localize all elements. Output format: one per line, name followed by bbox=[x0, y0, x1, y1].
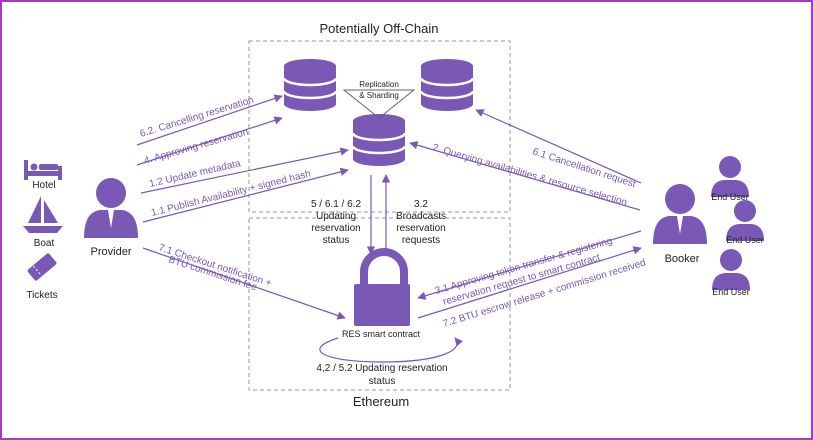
arrow-1-2 bbox=[140, 147, 349, 194]
updating-label-4: status bbox=[323, 235, 350, 246]
broadcast-label-2: Broadcasts bbox=[396, 211, 446, 222]
offchain-zone bbox=[248, 40, 511, 213]
boat-icon bbox=[23, 196, 63, 233]
booker-icon bbox=[653, 184, 707, 244]
broadcast-label-3: reservation bbox=[396, 223, 445, 234]
provider-label: Provider bbox=[91, 246, 132, 258]
arrow-3-1 bbox=[417, 230, 642, 300]
end-user-label-2: End User bbox=[726, 235, 764, 245]
updating-label-3: reservation bbox=[311, 223, 360, 234]
end-user-icon-1 bbox=[711, 156, 749, 197]
hotel-label: Hotel bbox=[32, 180, 55, 191]
label-1-2: 1.2 Update metadata bbox=[148, 158, 242, 190]
end-user-label-3: End User bbox=[712, 287, 750, 297]
ticket-icon bbox=[27, 253, 57, 281]
ethereum-title: Ethereum bbox=[353, 394, 409, 409]
lock-icon bbox=[354, 248, 410, 326]
end-user-label-1: End User bbox=[711, 192, 749, 202]
boat-label: Boat bbox=[34, 238, 55, 249]
database-icon-left bbox=[282, 57, 338, 113]
bed-icon bbox=[24, 160, 62, 180]
replication-label: Replication bbox=[359, 80, 399, 89]
arrow-loop-status bbox=[319, 337, 464, 363]
replication-triangle bbox=[342, 89, 416, 119]
arrow-6-2 bbox=[136, 94, 283, 146]
arrow-7-2 bbox=[417, 246, 642, 319]
ethereum-zone bbox=[248, 217, 511, 391]
database-icon-center bbox=[351, 112, 407, 168]
tickets-label: Tickets bbox=[26, 290, 57, 301]
arrow-2 bbox=[409, 141, 641, 211]
broadcast-label-1: 3.2 bbox=[414, 199, 428, 210]
arrow-4 bbox=[136, 116, 283, 166]
arrow-6-1 bbox=[475, 109, 642, 184]
updating-label-2: Updating bbox=[316, 211, 356, 222]
provider-icon bbox=[84, 178, 138, 238]
booker-label: Booker bbox=[665, 253, 700, 265]
arrow-1-1 bbox=[142, 167, 349, 223]
sharding-label: & Sharding bbox=[359, 91, 399, 100]
end-user-icon-3 bbox=[712, 249, 750, 290]
loop-label-1: 4,2 / 5.2 Updating reservation bbox=[316, 363, 447, 374]
contract-label: RES smart contract bbox=[342, 329, 421, 339]
offchain-title: Potentially Off-Chain bbox=[320, 21, 439, 36]
database-icon-right bbox=[419, 57, 475, 113]
loop-label-2: status bbox=[369, 376, 396, 387]
updating-label-1: 5 / 6.1 / 6.2 bbox=[311, 199, 361, 210]
broadcast-label-4: requests bbox=[402, 235, 440, 246]
arrow-7-1 bbox=[142, 247, 346, 320]
